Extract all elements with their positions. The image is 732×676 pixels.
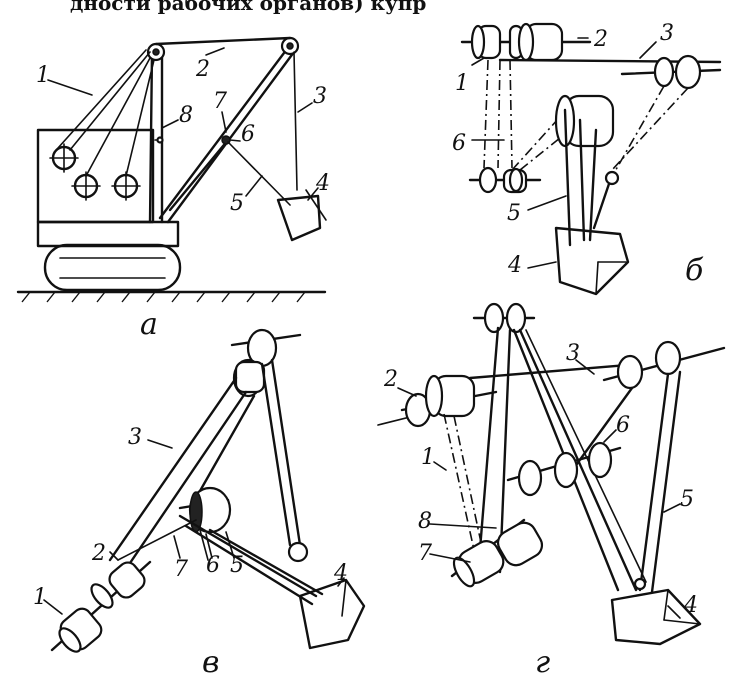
drum-2 [108,561,146,599]
rope-3 [468,362,642,380]
label-g-4: 4 [683,593,698,618]
drum-6b [553,451,579,489]
header-fragment: дности рабочих органов) купр [70,0,426,15]
ground-hatching [21,291,306,303]
drum-6 [478,166,498,194]
label-g-1: 1 [421,445,435,470]
dipper-stick [168,138,230,212]
crawler-track [43,243,182,292]
rope-5 [638,372,670,592]
label-v-3: 3 [128,425,142,450]
label-a-8: 8 [179,103,193,128]
label-a-4: 4 [315,171,330,196]
hoist-rope [293,51,298,191]
label-b-6: 6 [452,131,466,156]
bucket [610,588,702,646]
label-g-5: 5 [680,487,694,512]
label-a-3: 3 [313,84,327,109]
pulley [616,354,644,390]
drum-6c [587,441,613,479]
label-g-3: 3 [566,341,580,366]
pulley [653,56,675,88]
label-v-2: 2 [91,541,106,566]
drag-rope [227,141,291,206]
rope-7 [117,519,197,561]
panel-b: 1 2 3 4 5 6 б [452,21,722,296]
label-v-5: 5 [230,553,244,578]
rope-3 [108,376,238,562]
label-a-7: 7 [213,89,227,114]
label-a-1: 1 [36,63,50,88]
label-b-3: 3 [660,21,674,46]
label-v-4: 4 [333,561,348,586]
machine-house [36,128,155,224]
caption-v: в [202,645,219,676]
label-g-2: 2 [383,367,398,392]
bucket [276,194,322,242]
caption-g: г [535,645,550,676]
panel-g: 2 1 3 6 5 8 7 4 г [377,302,726,676]
a-frame-mast [148,50,154,224]
label-b-4: 4 [507,253,522,278]
label-g-7: 7 [418,541,432,566]
label-g-6: 6 [616,413,630,438]
pulley [505,302,527,334]
rope-5 [178,514,318,598]
turntable-base [36,220,180,248]
label-a-2: 2 [195,57,210,82]
pulley [483,302,505,334]
label-b-1: 1 [455,71,469,96]
label-v-7: 7 [174,557,188,582]
winch-drum [49,143,79,173]
label-v-6: 6 [206,553,220,578]
bucket [298,578,366,650]
label-b-2: 2 [593,27,608,52]
drum-6 [517,459,543,497]
panel-a: 1 2 3 4 5 6 7 8 а [16,36,330,342]
boom [158,43,292,220]
label-a-6: 6 [241,122,255,147]
label-a-5: 5 [230,191,244,216]
drum-8 [496,521,544,567]
label-g-8: 8 [418,509,432,534]
label-v-1: 1 [33,585,47,610]
panel-v: 3 2 1 4 7 6 5 в [33,328,366,676]
pulley [654,340,682,376]
caption-a: а [140,307,158,342]
bucket [554,226,630,296]
caption-b: б [685,253,704,288]
pulley [674,54,702,90]
label-b-5: 5 [507,201,521,226]
